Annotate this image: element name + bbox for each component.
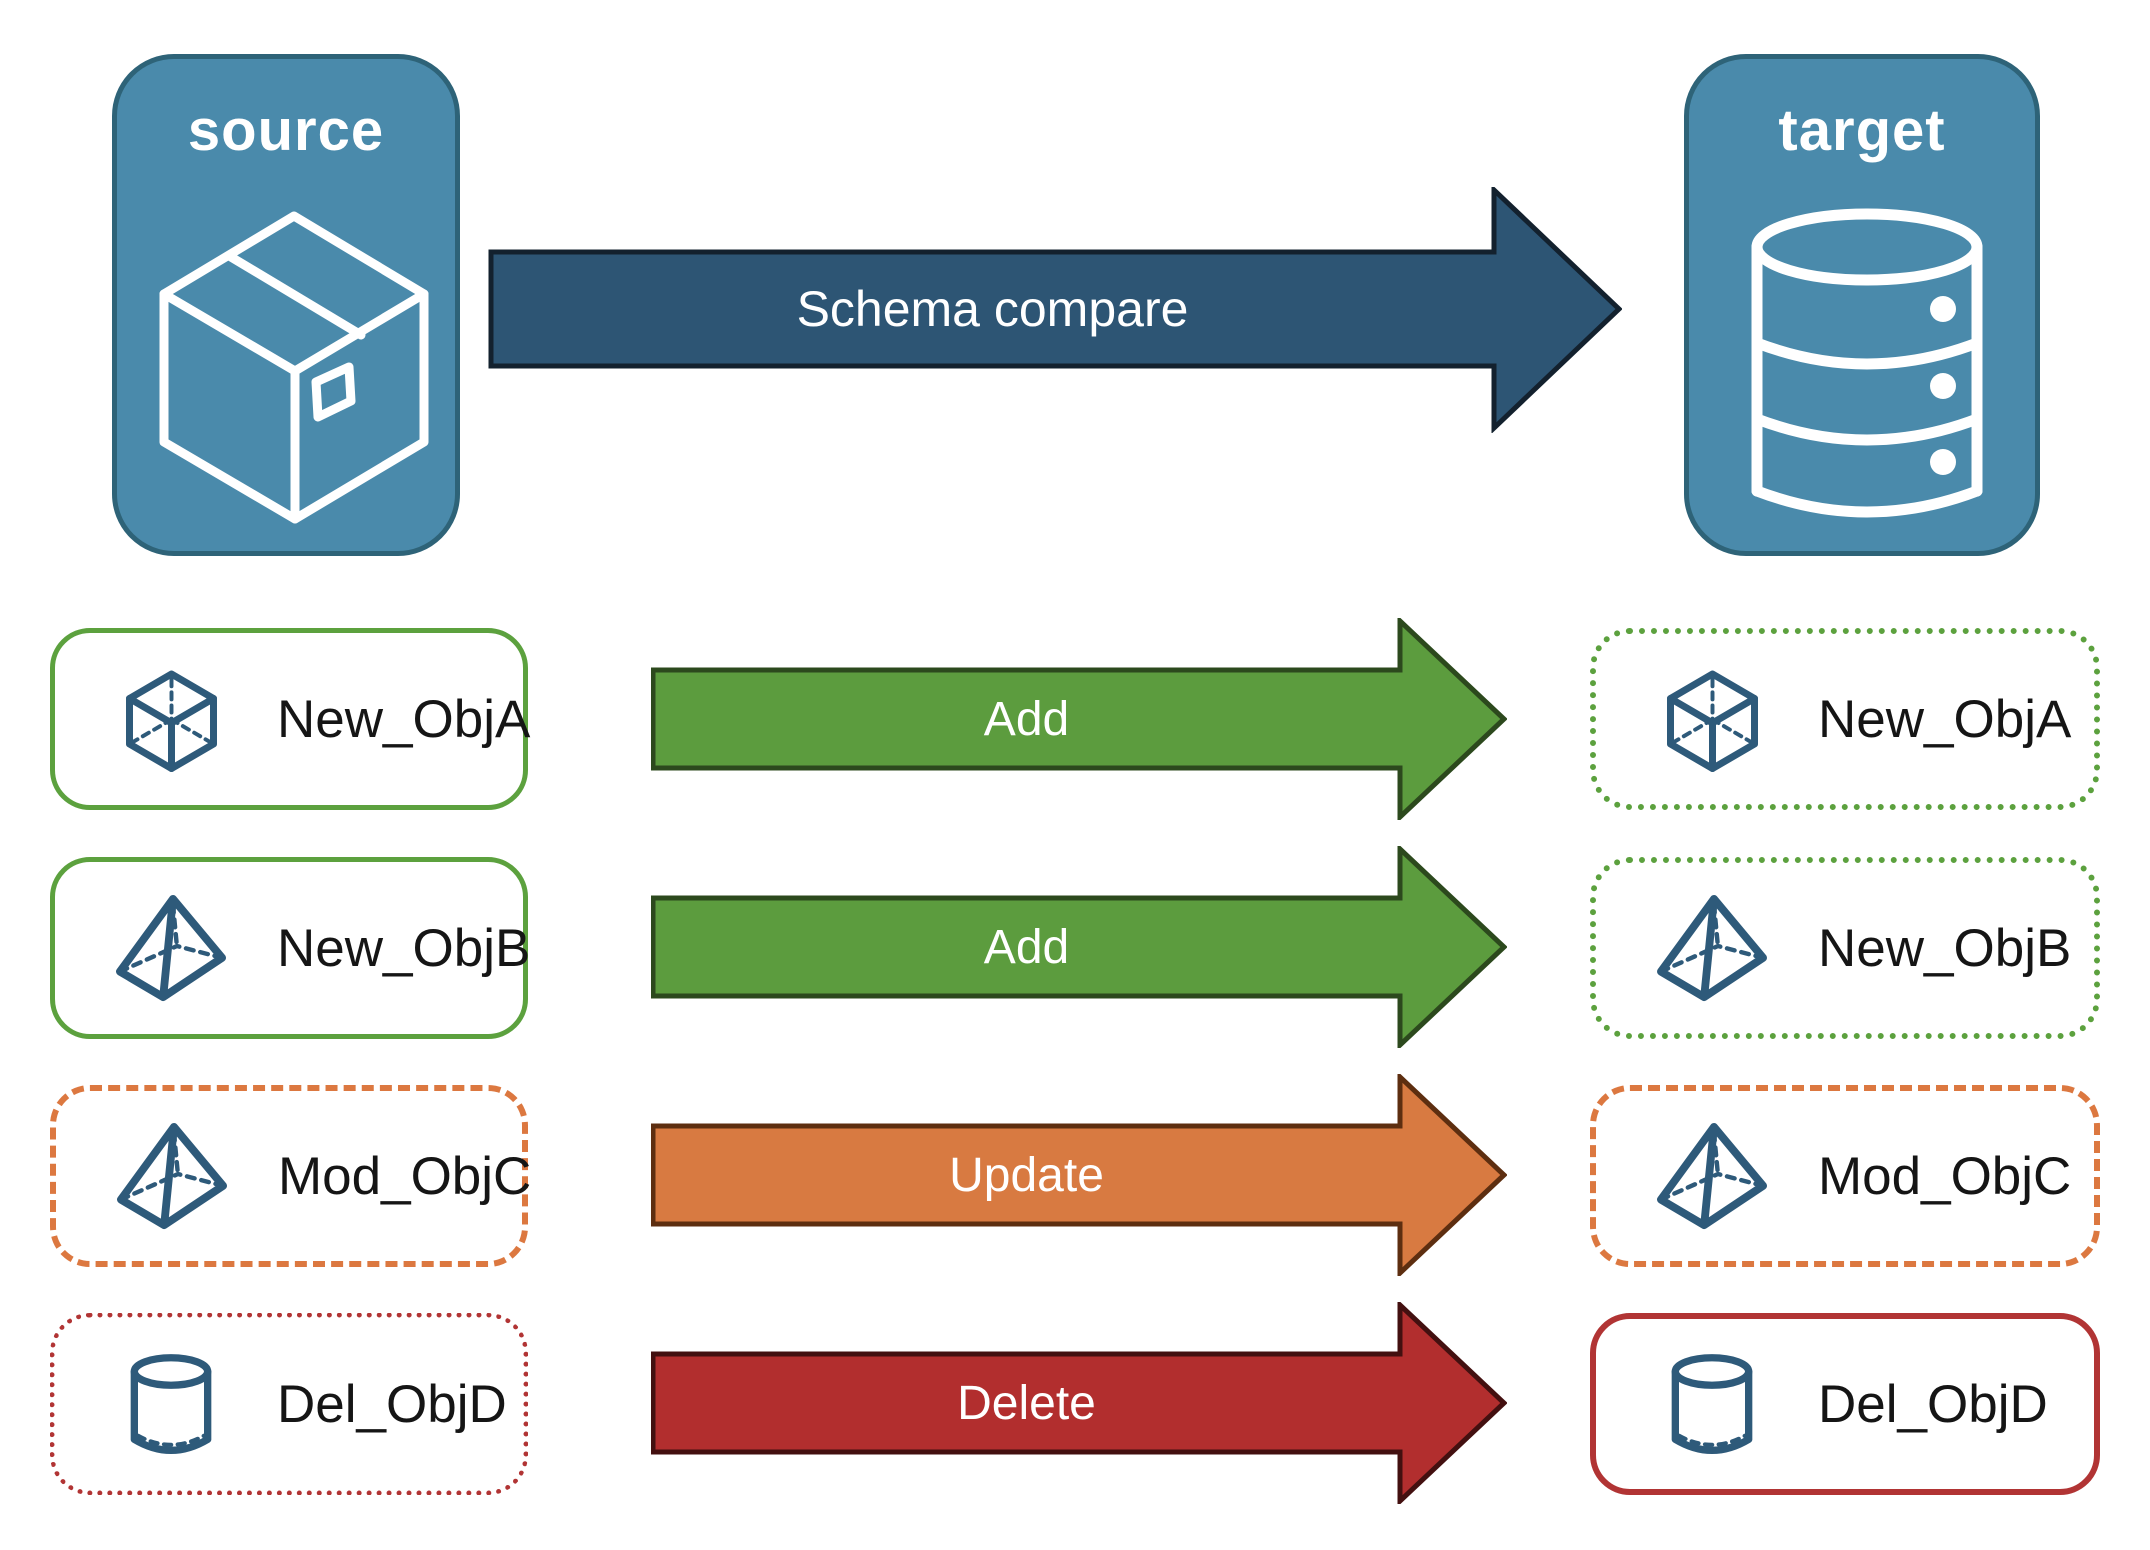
action-label: Update: [949, 1148, 1104, 1202]
source-node-title: source: [187, 98, 385, 163]
database-icon: [1751, 208, 1983, 518]
object-name: New_ObjA: [1818, 689, 2072, 749]
object-name: Del_ObjD: [1818, 1374, 2048, 1434]
object-name: New_ObjB: [277, 918, 531, 978]
target-object-card-new-objb: New_ObjB: [1590, 857, 2100, 1039]
update-arrow-shape: [650, 1071, 1508, 1279]
update-arrow-row3: Update: [650, 1071, 1508, 1279]
action-label: Add: [983, 692, 1070, 746]
target-node-title: target: [1778, 98, 1946, 163]
source-object-card-mod-objc: Mod_ObjC: [50, 1085, 532, 1267]
cube-icon: [1652, 663, 1772, 776]
action-label: Delete: [957, 1376, 1096, 1430]
schema-compare-arrow: Schema compare: [488, 184, 1623, 434]
pyramid-icon: [111, 893, 231, 1003]
source-object-card-del-objd: Del_ObjD: [50, 1313, 528, 1495]
delete-arrow-row4: Delete: [650, 1299, 1508, 1507]
cylinder-icon: [111, 1351, 231, 1458]
target-object-card-new-obja: New_ObjA: [1590, 628, 2100, 810]
add-arrow-shape: [650, 615, 1508, 823]
schema-compare-arrow-shape: [488, 184, 1623, 434]
cylinder-icon: [1652, 1351, 1772, 1458]
delete-arrow-shape: [650, 1299, 1508, 1507]
pyramid-icon: [112, 1121, 232, 1231]
add-arrow-row1: Add: [650, 615, 1508, 823]
source-node: source: [112, 54, 460, 556]
object-name: New_ObjA: [277, 689, 531, 749]
pyramid-icon: [1652, 893, 1772, 1003]
source-object-card-new-obja: New_ObjA: [50, 628, 531, 810]
object-name: Mod_ObjC: [278, 1146, 532, 1206]
cube-icon: [111, 663, 231, 776]
target-object-card-del-objd: Del_ObjD: [1590, 1313, 2100, 1495]
package-box-icon: [159, 211, 429, 524]
object-name: Del_ObjD: [277, 1374, 507, 1434]
pyramid-icon: [1652, 1121, 1772, 1231]
add-arrow-shape: [650, 843, 1508, 1051]
target-object-card-mod-objc: Mod_ObjC: [1590, 1085, 2100, 1267]
source-object-card-new-objb: New_ObjB: [50, 857, 531, 1039]
target-node: target: [1684, 54, 2040, 556]
object-name: New_ObjB: [1818, 918, 2072, 978]
add-arrow-row2: Add: [650, 843, 1508, 1051]
action-label: Add: [983, 920, 1070, 974]
schema-compare-label: Schema compare: [796, 281, 1189, 337]
object-name: Mod_ObjC: [1818, 1146, 2072, 1206]
